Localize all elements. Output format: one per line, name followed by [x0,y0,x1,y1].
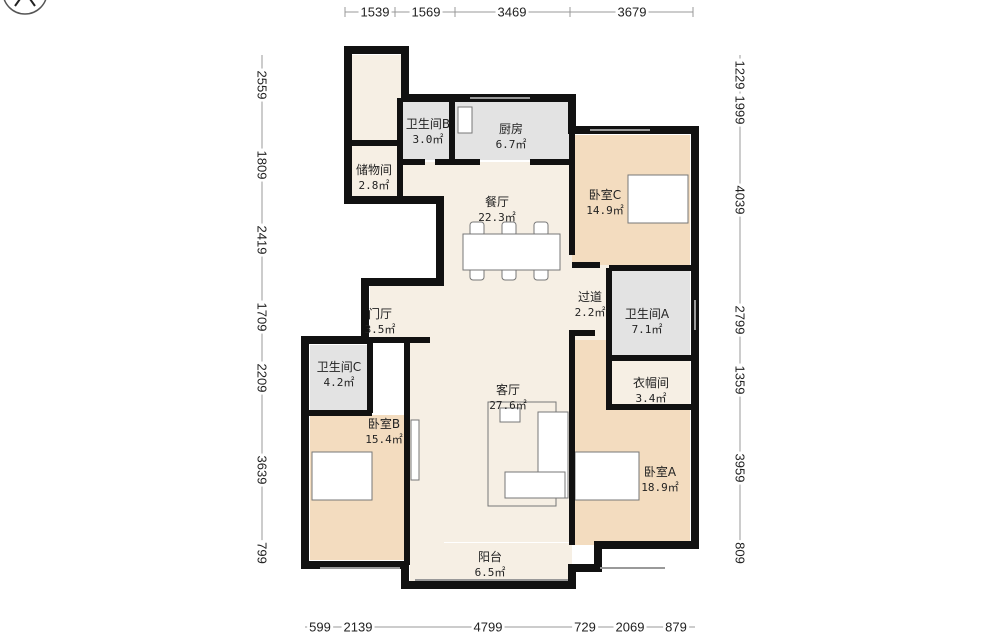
compass-icon [3,0,47,15]
room-label-foyer: 门厅 3.5㎡ [365,307,396,337]
room-bedroom-a-top [572,340,612,410]
room-name: 卫生间B [405,117,451,131]
dimension-bottom: 2139 [341,619,375,635]
room-name: 卧室C [588,188,622,202]
room-area: 7.1㎡ [631,323,663,336]
bed-a [574,451,640,501]
room-label-dining: 餐厅 22.3㎡ [478,195,516,225]
room-bathroom-c [310,345,370,413]
room-name: 储物间 [355,163,393,177]
dimension-right: 1999 [732,93,748,127]
dining-table [462,233,561,271]
room-area: 14.9㎡ [586,204,624,217]
dimension-right: 1359 [732,363,748,397]
windows [320,97,696,581]
room-foyer [370,285,440,343]
room-area: 6.7㎡ [495,138,527,151]
room-name: 过道 [577,290,602,304]
room-name: 卫生间A [624,307,670,321]
room-area: 15.4㎡ [365,433,403,446]
dimension-top: 1569 [409,4,443,20]
dimension-top: 3679 [615,4,649,20]
room-name: 门厅 [367,307,392,321]
room-closet [612,360,690,406]
exterior-walls [301,46,699,589]
room-area: 2.2㎡ [574,306,606,319]
dimension-right: 2799 [732,303,748,337]
room-kitchen [455,102,570,160]
dimension-right: 3959 [732,451,748,485]
room-name: 餐厅 [484,195,509,209]
room-name: 卧室B [367,417,401,431]
room-label-bathroom-c: 卫生间C 4.2㎡ [317,360,361,390]
room-area: 2.8㎡ [358,179,390,192]
room-label-bedroom-b: 卧室B 15.4㎡ [365,417,403,447]
dimension-bottom: 2069 [613,619,647,635]
dimension-right: 1229 [732,58,748,92]
dimension-bottom: 4799 [471,619,505,635]
dimension-top: 3469 [495,4,529,20]
room-name: 卧室A [643,465,677,479]
room-label-bedroom-c: 卧室C 14.9㎡ [586,188,624,218]
room-label-bathroom-a: 卫生间A 7.1㎡ [625,307,669,337]
room-name: 衣帽间 [632,376,670,390]
dimension-left: 1809 [254,148,270,182]
room-name: 卫生间C [316,360,362,374]
room-label-bathroom-b: 卫生间B 3.0㎡ [406,117,450,147]
room-area: 22.3㎡ [478,211,516,224]
room-bathroom-b [402,102,454,160]
interior-walls [305,98,695,565]
dimension-bottom: 599 [307,619,333,635]
room-label-storage: 储物间 2.8㎡ [356,163,392,193]
dimension-left: 3639 [254,453,270,487]
room-name: 阳台 [477,550,502,564]
room-storage [352,145,402,201]
room-bathroom-a [612,268,690,358]
room-label-hallway: 过道 2.2㎡ [575,290,606,320]
room-label-balcony: 阳台 6.5㎡ [475,550,506,580]
room-area: 18.9㎡ [641,481,679,494]
dimension-left: 1709 [254,300,270,334]
dimension-top: 1539 [358,4,392,20]
dimension-left: 799 [254,540,270,566]
room-balcony [410,543,572,583]
dimension-left: 2559 [254,68,270,102]
room-label-kitchen: 厨房 6.7㎡ [496,122,527,152]
room-hallway [572,265,612,340]
room-area: 3.0㎡ [412,133,444,146]
room-label-closet: 衣帽间 3.4㎡ [633,376,669,406]
room-label-living: 客厅 27.6㎡ [489,383,527,413]
dimension-right: 809 [732,540,748,566]
dimension-left: 2419 [254,223,270,257]
room-name: 客厅 [495,383,520,397]
dimension-bottom: 879 [663,619,689,635]
furniture [311,106,689,507]
room-name: 厨房 [498,122,523,136]
dimension-right: 4039 [732,183,748,217]
dimension-bottom: 729 [572,619,598,635]
room-area: 27.6㎡ [489,399,527,412]
room-area: 4.2㎡ [323,376,355,389]
room-area: 6.5㎡ [474,566,506,579]
bed-b [311,451,373,501]
room-area: 3.5㎡ [364,323,396,336]
room-label-bedroom-a: 卧室A 18.9㎡ [641,465,679,495]
bed-c [627,174,689,224]
dimension-left: 2209 [254,361,270,395]
room-unnamed [352,55,402,143]
room-area: 3.4㎡ [635,392,667,405]
